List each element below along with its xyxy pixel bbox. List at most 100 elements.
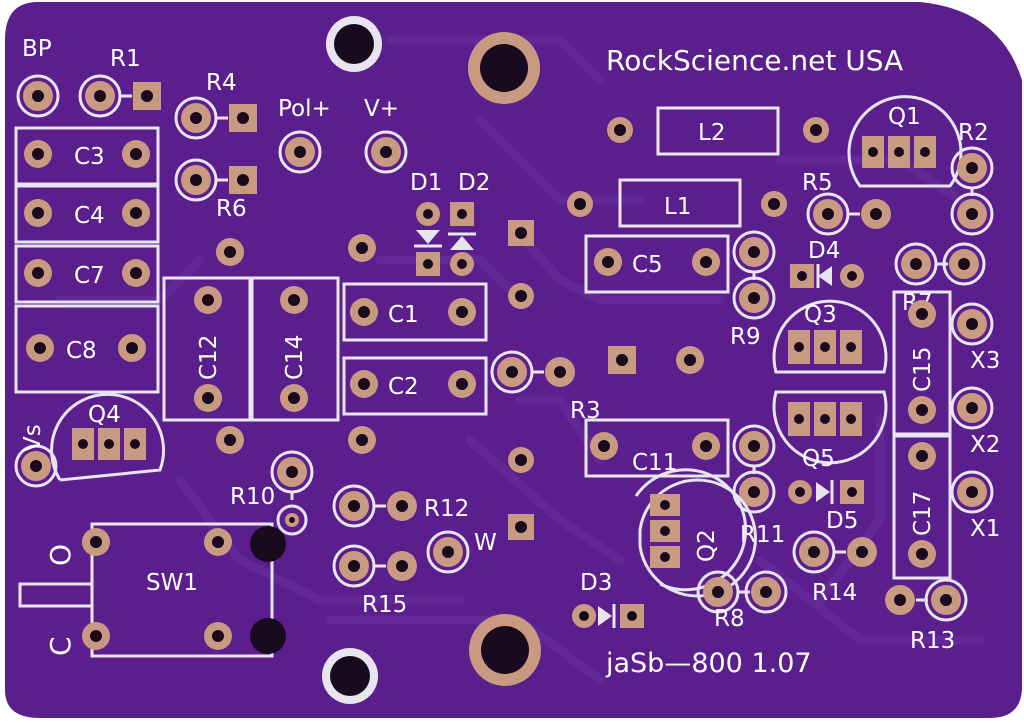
footprint-r13	[885, 578, 968, 622]
footprint-r9	[732, 230, 776, 320]
footprint-r6	[174, 158, 257, 202]
label-r8: R8	[714, 606, 745, 632]
label-l2: L2	[698, 120, 725, 146]
label-r11: R11	[740, 522, 785, 548]
label-sw1: SW1	[146, 570, 198, 596]
label-c5: C5	[632, 252, 663, 278]
footprint-d3	[572, 604, 644, 628]
mounting-holes	[322, 16, 541, 704]
label-c2: C2	[388, 374, 419, 400]
label-c4: C4	[74, 203, 105, 229]
label-q2: Q2	[694, 529, 720, 562]
footprint-c2	[342, 356, 488, 416]
footprint-c8	[14, 304, 160, 394]
label-r1: R1	[110, 46, 141, 72]
footprint-sw1	[18, 522, 286, 658]
label-pol-plus: Pol+	[278, 96, 331, 122]
label-c1: C1	[388, 302, 419, 328]
test-pads-column	[508, 220, 534, 540]
label-c17: C17	[910, 491, 936, 536]
label-v-plus: V+	[364, 96, 399, 122]
version-text: jaSb—800 1.07	[605, 648, 812, 679]
label-switch-c: C	[44, 636, 77, 656]
label-r5: R5	[802, 170, 833, 196]
header-text: RockScience.net USA	[606, 44, 903, 77]
label-q5: Q5	[802, 446, 835, 472]
footprint-r14	[792, 530, 877, 574]
footprint-r15	[332, 544, 417, 588]
label-d3: D3	[580, 570, 612, 596]
label-switch-o: O	[44, 544, 77, 566]
footprint-r5	[806, 192, 891, 236]
label-vs: Vs	[20, 424, 46, 452]
footprint-x-pads	[950, 302, 994, 514]
footprint-r10	[270, 450, 314, 536]
label-q4: Q4	[88, 402, 121, 428]
footprint-q2-pads-top	[608, 346, 704, 374]
footprint-q2	[634, 468, 757, 598]
footprint-c14	[250, 276, 340, 422]
label-x1: X1	[970, 516, 1000, 542]
footprint-c5	[584, 234, 730, 294]
footprint-r11	[732, 424, 776, 514]
footprint-q3	[772, 299, 888, 374]
footprint-pol-plus	[278, 130, 322, 174]
footprint-c1	[342, 282, 488, 342]
footprint-v-plus	[364, 130, 408, 174]
footprint-w	[426, 530, 470, 574]
label-c8: C8	[66, 338, 97, 364]
footprint-l1	[567, 178, 787, 228]
footprint-c7	[14, 244, 160, 304]
footprint-q1	[847, 95, 963, 188]
label-r9: R9	[730, 324, 761, 350]
footprint-r3	[490, 350, 575, 394]
label-bp: BP	[22, 36, 52, 62]
footprint-r7	[894, 242, 986, 286]
copper-traces	[55, 35, 985, 685]
footprint-r8	[696, 570, 788, 614]
label-q1: Q1	[888, 104, 921, 130]
label-d4: D4	[808, 238, 840, 264]
label-c7: C7	[74, 263, 105, 289]
footprint-q4	[50, 392, 166, 482]
footprint-c12	[162, 276, 252, 422]
label-x2: X2	[970, 432, 1000, 458]
label-c15: C15	[910, 347, 936, 392]
footprint-c3	[14, 126, 160, 186]
footprint-l2	[607, 106, 829, 156]
footprint-c4	[14, 184, 160, 244]
label-d2: D2	[458, 170, 490, 196]
footprint-bp	[16, 74, 60, 118]
label-c12: C12	[196, 335, 222, 380]
footprint-d4	[790, 264, 864, 288]
label-r14: R14	[812, 580, 857, 606]
footprint-c17	[892, 434, 952, 580]
label-c3: C3	[74, 144, 105, 170]
label-r12: R12	[424, 496, 469, 522]
label-r10: R10	[230, 484, 275, 510]
label-d5: D5	[826, 508, 858, 534]
footprint-q5	[772, 390, 888, 465]
footprint-d5	[788, 480, 864, 504]
big-pads	[216, 234, 376, 454]
label-d1: D1	[410, 170, 442, 196]
footprint-vs	[14, 444, 58, 488]
footprint-d1	[414, 202, 442, 276]
label-w: W	[474, 530, 497, 556]
footprint-d2	[448, 202, 476, 276]
label-r6: R6	[216, 196, 247, 222]
label-r4: R4	[206, 70, 237, 96]
label-r15: R15	[362, 592, 407, 618]
label-r13: R13	[910, 628, 955, 654]
footprint-r12	[332, 484, 417, 528]
label-q3: Q3	[804, 302, 837, 328]
footprint-r4	[174, 96, 257, 140]
footprint-r1	[78, 74, 161, 118]
footprint-c11	[584, 418, 730, 478]
footprint-c15	[892, 290, 952, 436]
label-r2: R2	[958, 120, 989, 146]
label-c14: C14	[282, 335, 308, 380]
footprint-r2	[950, 146, 994, 236]
label-l1: L1	[664, 194, 691, 220]
